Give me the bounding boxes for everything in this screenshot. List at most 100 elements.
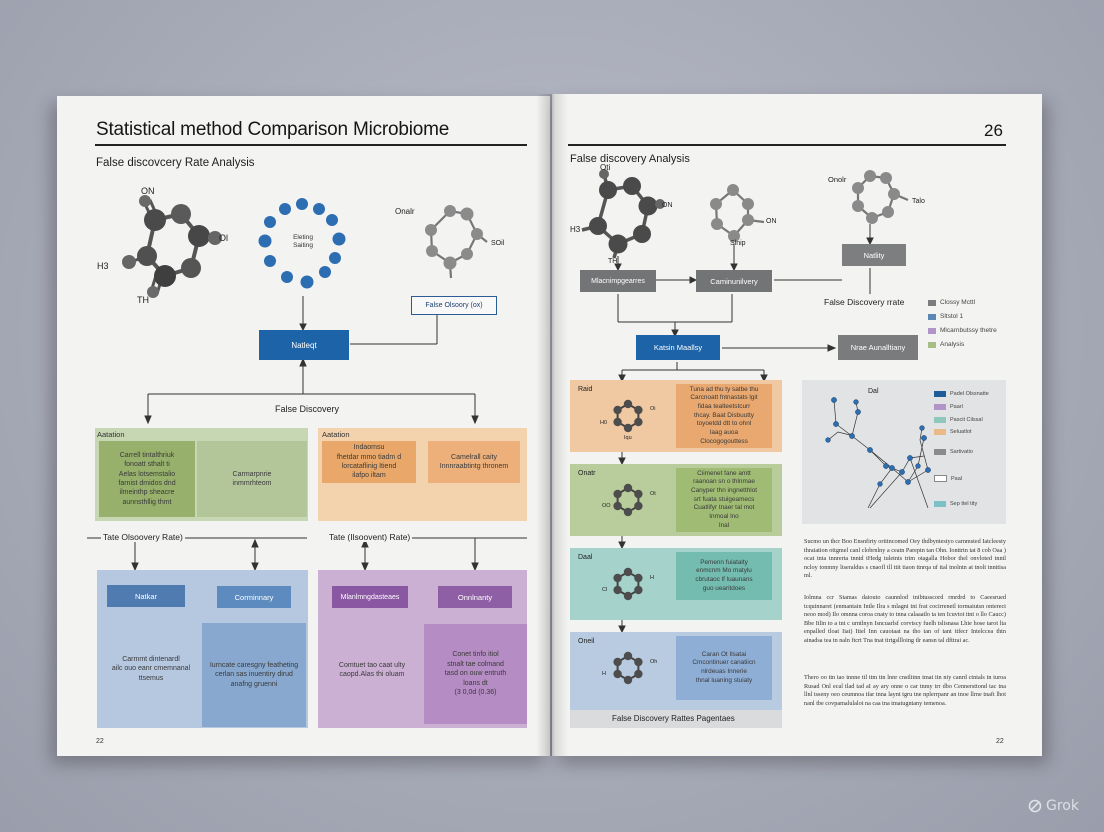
right-page: 26 False discovery Analysis [552,94,1042,756]
panel-purple-left-text: Comtuet tao caat ulty caopd.Alas thi olu… [338,661,406,678]
legend-swatch [928,341,936,348]
tag-natkar: Natkar [107,585,185,607]
watermark: Grok [1028,798,1079,814]
right-connectors [614,224,874,634]
panel-orange-title: Aatation [322,430,350,439]
mol3-caption-box: False Olsoory (ox) [411,296,497,315]
row-molecule-atom [634,573,643,583]
legend-swatch [934,501,946,507]
mol-b-label: Slnip [730,240,746,247]
page-title: Statistical method Comparison Microbiome [96,119,450,140]
legend-swatch [928,327,936,334]
panel-green-left-text: Carrell tintalthriuk fonoatt sthalt ti A… [99,441,195,517]
row-molecule-atom [623,675,633,685]
legend-label: Clossy Mcttl [940,299,976,306]
mol-c-label-left: Onolr [828,175,847,184]
rate-label-right: Tate (Ilsoovent) Rate) [327,532,413,542]
network-label: Dal [868,388,879,395]
row-molecule-atom [623,507,633,517]
mol2-label: Eleting Saiting [293,234,313,249]
mol-a-label-left: H3 [570,225,581,234]
row-molecule-atom [623,483,633,493]
box-commun: Caminunilvery [696,270,772,292]
legend-label: Sltstol 1 [940,313,964,320]
legend-label: Seluatlot [950,429,972,435]
molecule-3-icon [429,209,488,279]
network-legend-item: Pascit Cilssal [934,417,983,423]
watermark-text: Grok [1046,798,1079,814]
center-node-box: Natleqt [259,330,349,360]
legend-item: Sltstol 1 [928,313,963,320]
network-legend-item: Sartivatio [934,449,973,455]
legend-item: Analysis [928,341,964,348]
row-molecule-atom [623,399,633,409]
legend-swatch [934,475,947,482]
row-mol-label: Iqu [624,435,632,441]
mol-b-right: ON [766,218,777,225]
legend-label: Analysis [940,341,965,348]
bottom-caption-bar [570,710,782,728]
network-legend-item: Sep ttel tity [934,501,977,507]
legend-label: Sep ttel tity [950,501,978,507]
mol1-label-right: Ol [219,233,228,243]
network-legend-item: Seluatlot [934,429,971,435]
panel-green-title: Aatation [97,430,125,439]
right-diagram-graphics [581,169,909,634]
mol-a-label-right: ON [662,202,673,209]
tag-microbe: Mlanlmngdasteaes [332,586,408,608]
grok-logo-icon [1028,799,1042,813]
legend-label: Pascit Cilssal [950,417,983,423]
legend-swatch [934,429,946,435]
network-graph-icon [825,397,931,509]
row-molecule-atom [634,501,643,511]
row-label: Raid [578,386,593,393]
legend-label: Paal [951,475,963,482]
body-paragraph: Iolmna ccr Stamas daiouto caunnlod tnibt… [804,594,1006,644]
row-molecule-atom [613,669,622,679]
box-natity: Natlity [842,244,906,266]
mol1-label-bottom: TH [137,295,149,305]
row-mol-label: H [602,671,606,677]
legend-swatch [934,391,946,397]
section-subtitle: False discovcery Rate Analysis [96,157,255,169]
row-text: Pemenn fuiatalty enmcnm Mo matylu cbruta… [676,552,772,600]
left-page-number: 22 [96,738,104,745]
row-mol-label: Ot [650,491,656,497]
left-page: Statistical method Comparison Microbiome… [57,96,550,756]
false-discovery-label: False Discovery [275,404,340,414]
row-mol-label: Oh [650,659,658,665]
panel-orange-right-text: Camelrall caity Innnraabtintg thronem [428,441,520,483]
legend-label: Mlcarnbutssy thetre [940,327,997,334]
legend-swatch [934,404,946,410]
row-molecule-atom [613,405,622,415]
mol3-label-right: SOil [491,240,505,247]
panel-blue-right-text: Iurncate caresgny featheting cerlan sas … [202,623,306,727]
panel-blue-left-text: Carmmt dintenardl ailc ouo eanr cmemnana… [111,655,191,682]
row-text: Caran Ot Ilsatai Cmcontinuer canatiicn n… [676,636,772,700]
fdr-label: False Discovery rrate [824,297,905,307]
legend-swatch [934,417,946,423]
box-microbe: Mlacnimpgearres [580,270,656,292]
row-molecule-atom [634,489,643,499]
mol3-label-left: Onalr [395,207,415,216]
row-molecule-graphics [613,399,643,685]
mol-a-label-bottom: TH [608,258,618,265]
tag-orsity: Onnlnanty [438,586,512,608]
legend-label: Paarl [950,404,963,410]
body-paragraph: Thero oo ttn tao tnnne ttl ttm ttn lnnr … [804,674,1006,707]
network-panel [802,380,1006,524]
legend-label: Padel Olssnatte [950,391,989,397]
row-mol-label: OO [602,503,611,509]
row-molecule-atom [613,489,622,499]
network-legend-item: Paal [934,475,962,482]
rate-label-left: Tate Olsoovery Rate) [101,532,185,542]
body-paragraph: Sucmo un thcr Boo Ensnfirty ortitncomed … [804,538,1006,580]
row-mol-label: H0 [600,420,608,426]
row-molecule-atom [613,501,622,511]
right-title-rule [568,144,1006,146]
legend-label: Sartivatio [950,449,973,455]
mol1-label-left: H3 [97,261,109,271]
row-molecule-atom [613,573,622,583]
right-subtitle: False discovery Analysis [570,153,690,165]
mol1-label-top: ON [141,186,155,196]
